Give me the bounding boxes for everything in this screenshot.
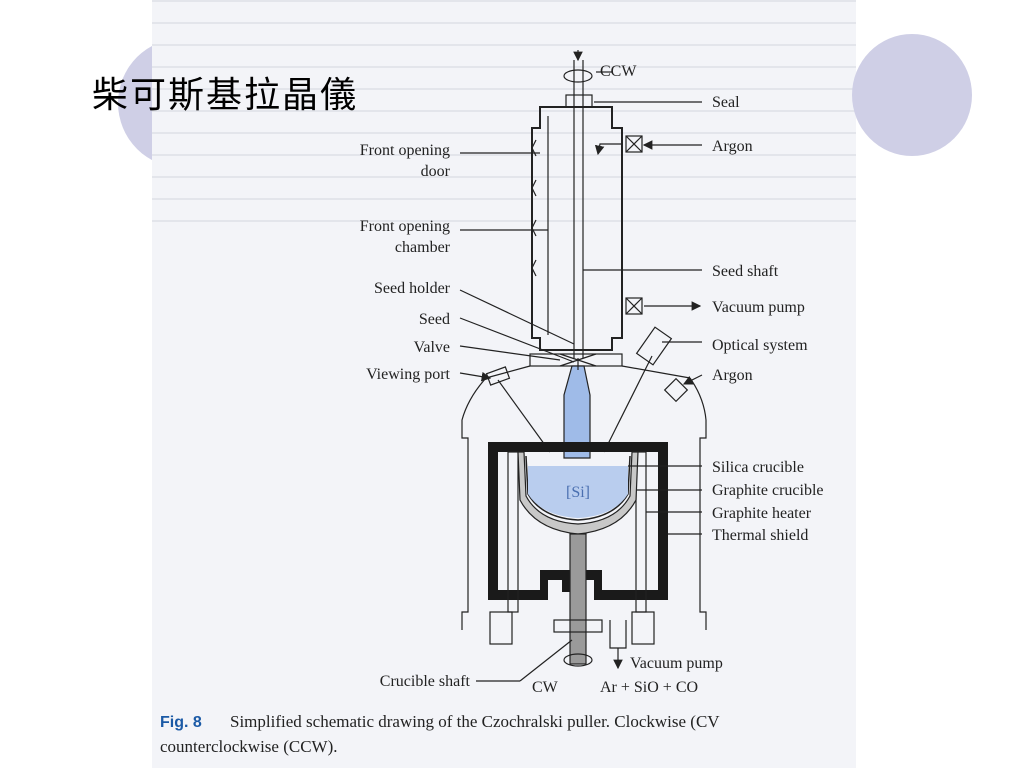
upper-chamber <box>531 60 643 358</box>
leader-crucible-shaft-2 <box>519 639 573 682</box>
label-front-opening-chamber-1: Front opening <box>360 218 450 235</box>
lower-chamber-top <box>485 365 691 379</box>
scanned-figure <box>152 0 856 768</box>
silicon-crystal-ingot <box>563 365 591 459</box>
label-exhaust: Ar + SiO + CO <box>600 679 698 696</box>
label-front-opening-door-1: Front opening <box>360 142 450 159</box>
vacuum-valve-top <box>625 297 643 315</box>
heater-left <box>507 451 519 613</box>
label-cw: CW <box>532 679 559 696</box>
decorative-circle-right <box>852 34 972 156</box>
label-valve: Valve <box>414 339 450 356</box>
argon-valve-top-x <box>625 135 643 153</box>
label-silica-crucible: Silica crucible <box>712 459 804 476</box>
label-seed-shaft: Seed shaft <box>712 263 779 280</box>
leader-argon-bottom <box>682 374 703 385</box>
scan-text-bleed <box>152 0 856 230</box>
caption-line-2: counterclockwise (CCW). <box>160 737 338 756</box>
valve <box>529 353 623 367</box>
label-graphite-crucible: Graphite crucible <box>712 482 824 499</box>
lower-chamber-wall <box>461 377 707 630</box>
argon-valve-top <box>625 135 643 153</box>
slide-title: 柴可斯基拉晶儀 <box>92 75 359 116</box>
label-seed-holder: Seed holder <box>374 280 451 297</box>
label-argon-top: Argon <box>712 138 753 155</box>
label-graphite-heater: Graphite heater <box>712 505 812 522</box>
argon-valve-bottom <box>663 377 689 403</box>
label-vacuum-pump-top: Vacuum pump <box>712 299 805 316</box>
valve-plate <box>529 353 623 367</box>
viewing-port-sight-line <box>497 379 551 453</box>
label-optical-system: Optical system <box>712 337 808 354</box>
exhaust-port <box>609 620 627 649</box>
label-viewing-port: Viewing port <box>366 366 450 383</box>
leader-valve <box>459 345 561 361</box>
caption-line-1: Simplified schematic drawing of the Czoc… <box>230 712 720 731</box>
chamber-outline <box>531 106 623 351</box>
crucible-shaft <box>569 533 587 665</box>
label-argon-bottom: Argon <box>712 367 753 384</box>
optical-sight-line <box>603 355 653 453</box>
crucible-shaft-seal <box>553 619 603 633</box>
optical-system-unit <box>635 326 673 366</box>
label-front-opening-door-2: door <box>421 163 451 180</box>
label-silicon: [Si] <box>566 484 590 501</box>
seal-block <box>565 94 593 108</box>
heater-electrode-right <box>631 611 655 645</box>
ccw-rotation-ellipse <box>563 69 593 83</box>
vacuum-valve-top-x <box>625 297 643 315</box>
cw-rotation-ellipse <box>563 653 593 667</box>
graphite-heater <box>489 451 655 645</box>
label-ccw: CCW <box>600 63 637 80</box>
caption-fig-label: Fig. 8 <box>160 714 202 731</box>
leader-viewing-port <box>459 371 492 382</box>
door-hinge-marks <box>531 139 537 277</box>
silicon-melt <box>528 466 628 518</box>
leader-lines <box>459 71 703 682</box>
silica-crucible <box>525 455 631 521</box>
graphite-crucible <box>517 451 639 535</box>
lower-chamber <box>461 326 707 630</box>
ccw-rotation-indicator <box>563 50 593 83</box>
leader-seed <box>459 317 575 363</box>
heater-electrode-left <box>489 611 513 645</box>
label-seed: Seed <box>419 311 450 328</box>
leader-seed-holder <box>459 289 575 345</box>
label-crucible-shaft: Crucible shaft <box>380 673 471 690</box>
label-seal: Seal <box>712 94 740 111</box>
label-vacuum-pump-bottom: Vacuum pump <box>630 655 723 672</box>
label-thermal-shield: Thermal shield <box>712 527 808 544</box>
label-front-opening-chamber-2: chamber <box>395 239 451 256</box>
viewing-port-window <box>485 366 511 386</box>
argon-inlet-arrow <box>594 143 622 156</box>
